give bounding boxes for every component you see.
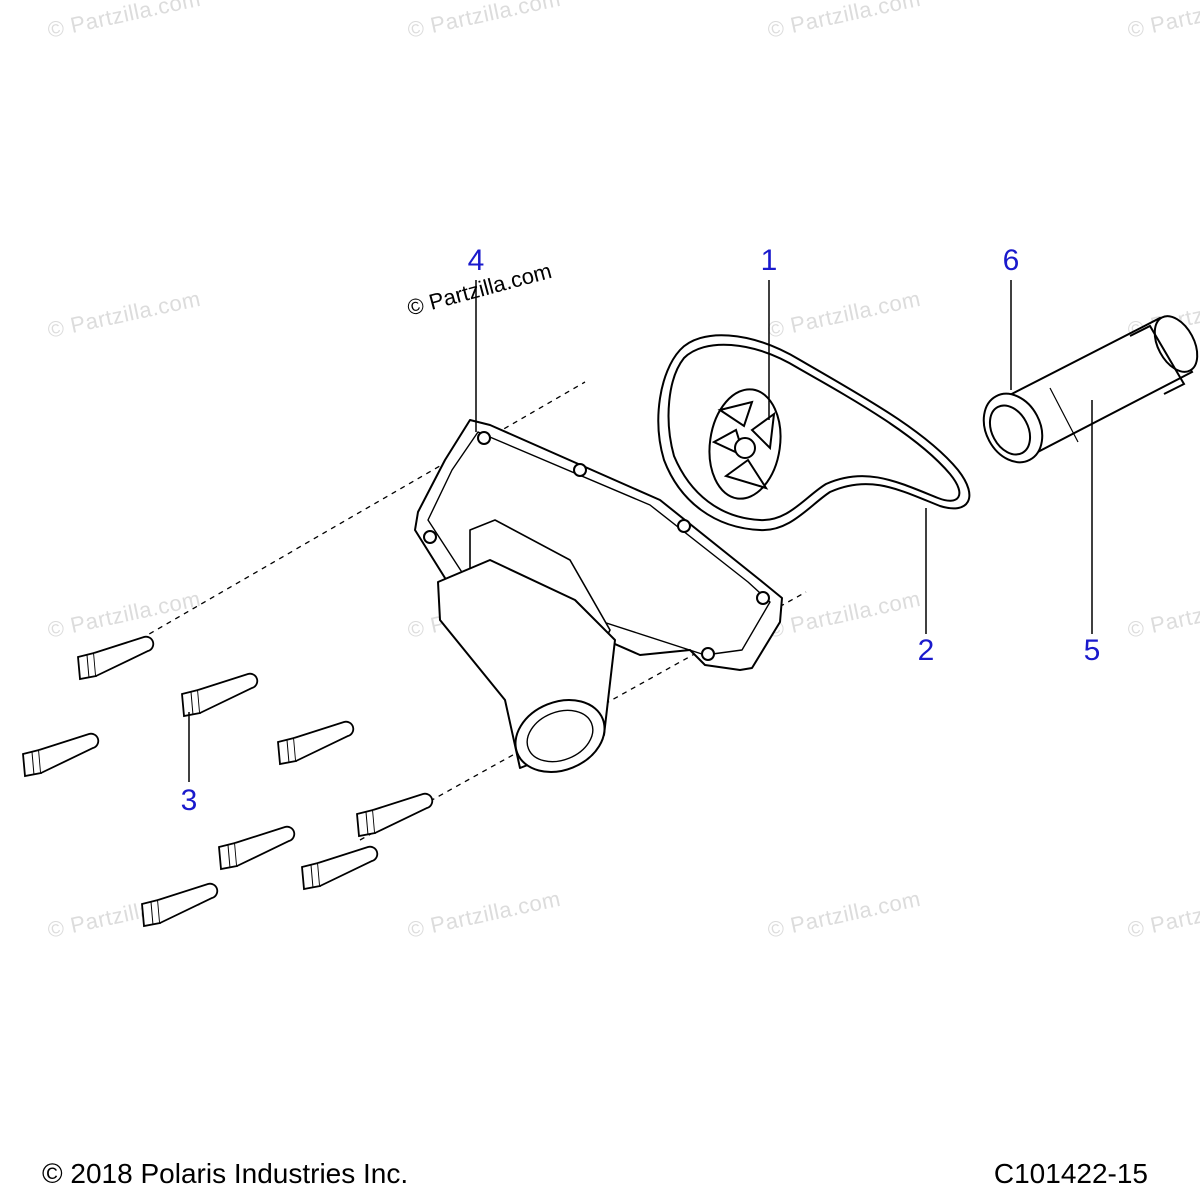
callout-1: 1 xyxy=(760,244,778,277)
callout-4: 4 xyxy=(467,244,485,277)
coolant-tube-fitting xyxy=(982,315,1199,464)
bolt-set xyxy=(22,635,434,927)
callout-2: 2 xyxy=(917,634,935,667)
copyright-notice: © 2018 Polaris Industries Inc. xyxy=(42,1158,409,1189)
water-pump-cover xyxy=(414,419,783,773)
callout-5: 5 xyxy=(1083,634,1101,667)
callout-leaders xyxy=(188,280,1093,782)
diagram-code: C101422-15 xyxy=(993,1158,1148,1189)
alignment-lines xyxy=(131,381,807,841)
callout-6: 6 xyxy=(1002,244,1020,277)
o-ring-gasket xyxy=(657,334,971,532)
impeller xyxy=(708,388,782,500)
callout-3: 3 xyxy=(180,784,198,817)
